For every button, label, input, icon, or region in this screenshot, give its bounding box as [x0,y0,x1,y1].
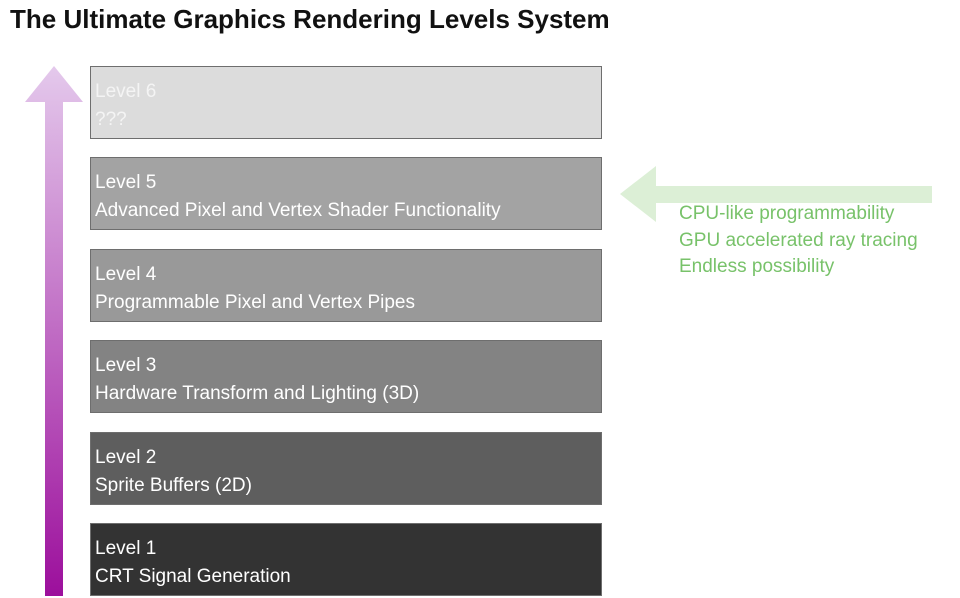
level-2-description: Sprite Buffers (2D) [95,475,252,496]
progression-arrow [25,66,83,596]
level-6-name: Level 6 [95,81,157,102]
level-5-box: Level 5 Advanced Pixel and Vertex Shader… [90,157,602,230]
level-5-callout-arrow [620,166,932,222]
level-5-notes: CPU-like programmability GPU accelerated… [679,201,918,281]
level-3-box: Level 3 Hardware Transform and Lighting … [90,340,602,413]
note-line: CPU-like programmability [679,203,895,224]
note-line: Endless possibility [679,256,835,277]
level-5-name: Level 5 [95,172,157,193]
level-5-description: Advanced Pixel and Vertex Shader Functio… [95,200,501,221]
note-line: GPU accelerated ray tracing [679,229,918,251]
level-2-box: Level 2 Sprite Buffers (2D) [90,432,602,505]
level-1-description: CRT Signal Generation [95,566,291,587]
level-4-name: Level 4 [95,264,157,285]
level-6-description: ??? [95,109,127,130]
diagram-title: The Ultimate Graphics Rendering Levels S… [10,4,610,34]
level-2-name: Level 2 [95,447,157,468]
level-6-box: Level 6 ??? [90,66,602,139]
level-3-description: Hardware Transform and Lighting (3D) [95,383,420,404]
level-4-description: Programmable Pixel and Vertex Pipes [95,292,415,313]
level-1-name: Level 1 [95,538,157,559]
level-1-box: Level 1 CRT Signal Generation [90,523,602,596]
level-3-name: Level 3 [95,355,157,376]
level-4-box: Level 4 Programmable Pixel and Vertex Pi… [90,249,602,322]
